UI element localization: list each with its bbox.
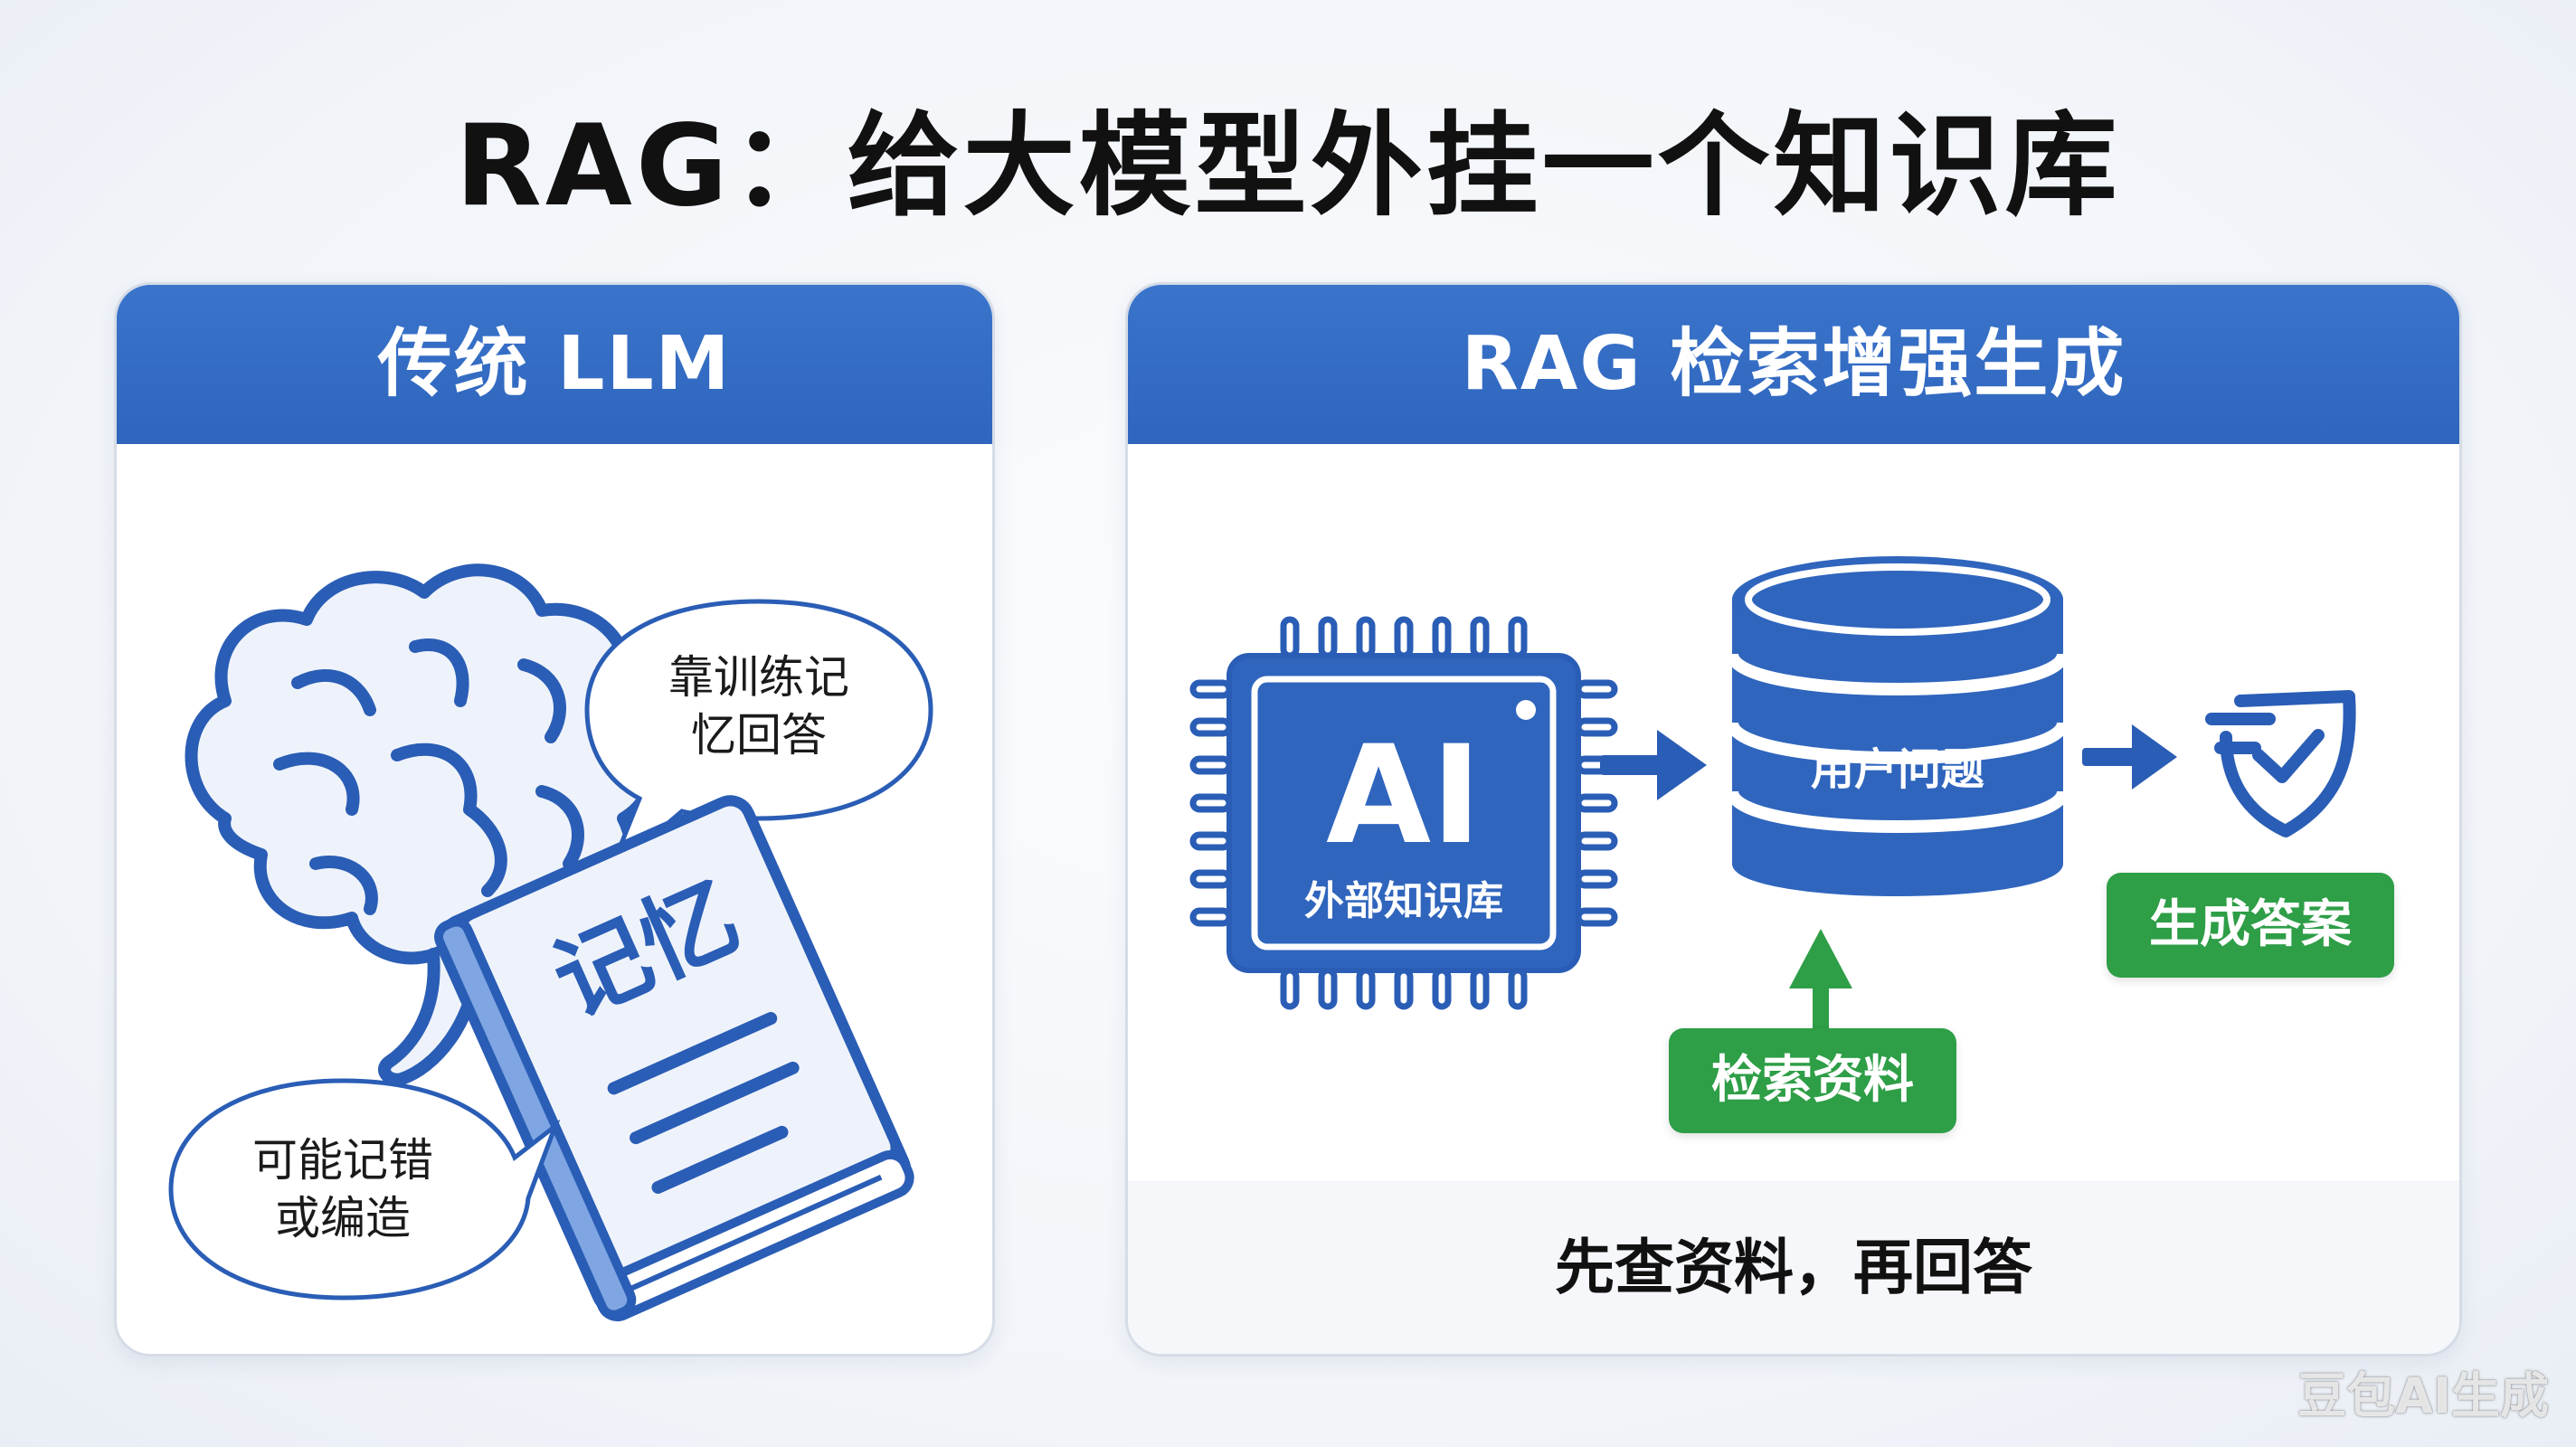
rag-illustration [1189, 556, 2356, 1055]
rag-header: RAG 检索增强生成 [1128, 285, 2459, 444]
rag-footer: 先查资料，再回答 [1128, 1181, 2459, 1354]
book-line-1 [607, 1012, 778, 1095]
book-icon: 记忆 [434, 795, 914, 1322]
retrieve-tag: 检索资料 [1669, 1028, 1956, 1133]
traditional-llm-panel: 传统 LLM 记忆 [114, 282, 995, 1357]
book-line-3 [651, 1125, 789, 1194]
shield-check-icon [2205, 690, 2356, 837]
arrow-right-icon-2 [2082, 724, 2177, 790]
bubble-bottom-text: 可能记错 或编造 [198, 1131, 488, 1247]
speech-bubble-bottom [168, 1078, 561, 1300]
bubble-top-line-1: 靠训练记 [668, 651, 849, 704]
book-line-2 [630, 1061, 800, 1145]
traditional-llm-header: 传统 LLM [117, 285, 992, 444]
bubble-top-text: 靠训练记 忆回答 [623, 648, 895, 764]
traditional-llm-illustration: 记忆 [168, 563, 933, 1322]
brain-icon [185, 563, 664, 1086]
chip-sub-label: 外部知识库 [1304, 878, 1503, 924]
rag-panel: RAG 检索增强生成 [1125, 282, 2462, 1357]
arrow-right-icon-1 [1600, 730, 1707, 800]
chip-main-label: AI [1326, 717, 1482, 875]
bubble-bottom-line-1: 可能记错 [252, 1134, 433, 1187]
database-icon [1726, 556, 2069, 896]
page-title: RAG：给大模型外挂一个知识库 [455, 101, 2121, 232]
bubble-top-line-2: 忆回答 [691, 709, 827, 761]
watermark: 豆包AI生成 [2297, 1367, 2549, 1424]
speech-bubble-top [584, 599, 933, 875]
bubble-bottom-line-2: 或编造 [275, 1192, 411, 1244]
database-label: 用户问题 [1810, 744, 1984, 795]
ai-chip-icon [1226, 653, 1581, 973]
generate-tag: 生成答案 [2107, 873, 2394, 978]
